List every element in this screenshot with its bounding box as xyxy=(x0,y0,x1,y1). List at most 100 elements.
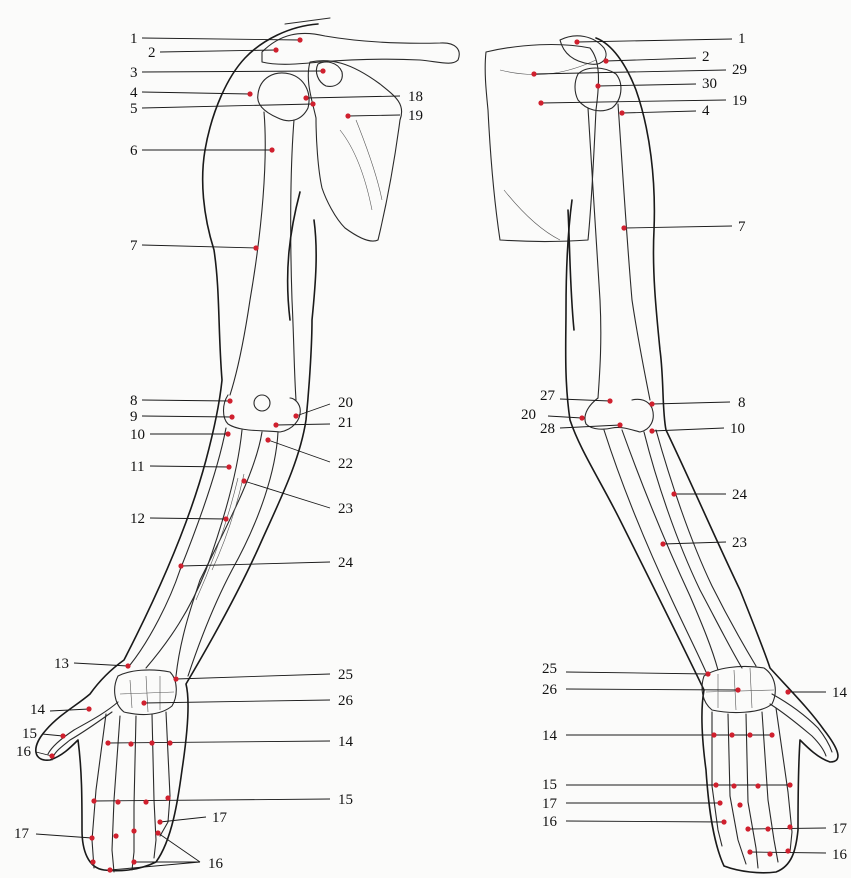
left-annotations: 1 2 3 4 5 6 7 8 9 10 11 12 xyxy=(14,31,423,873)
label-l25: 25 xyxy=(338,667,353,683)
label-l18: 18 xyxy=(408,89,423,105)
marker-l21 xyxy=(273,422,278,427)
marker-r17b-3 xyxy=(787,824,792,829)
marker-r10 xyxy=(649,428,654,433)
right-thumb-bones xyxy=(770,694,832,756)
marker-l17b-3 xyxy=(113,833,118,838)
label-l15a: 15 xyxy=(22,726,37,742)
marker-r25 xyxy=(705,671,710,676)
label-l8: 8 xyxy=(130,393,138,409)
label-l4: 4 xyxy=(130,85,138,101)
marker-l18 xyxy=(303,95,308,100)
left-humerus-head xyxy=(258,73,309,121)
label-l7: 7 xyxy=(130,238,138,254)
marker-l15b-1 xyxy=(91,798,96,803)
label-r20: 20 xyxy=(521,407,536,423)
label-l10: 10 xyxy=(130,427,145,443)
marker-r14b-1 xyxy=(711,732,716,737)
marker-l12 xyxy=(223,516,228,521)
label-r25: 25 xyxy=(542,661,557,677)
label-r14a: 14 xyxy=(832,685,848,701)
marker-r30 xyxy=(595,83,600,88)
marker-l16b-3 xyxy=(107,867,112,872)
marker-r15-2 xyxy=(731,783,736,788)
marker-l16a xyxy=(49,753,54,758)
marker-l13 xyxy=(125,663,130,668)
marker-r17b-1 xyxy=(745,826,750,831)
right-metacarpals xyxy=(712,708,788,802)
label-r14b: 14 xyxy=(542,728,558,744)
label-r17a: 17 xyxy=(542,796,558,812)
marker-l17a xyxy=(89,835,94,840)
marker-l14b-1 xyxy=(105,740,110,745)
label-r17b: 17 xyxy=(832,821,848,837)
label-l17a: 17 xyxy=(14,826,30,842)
label-l15b: 15 xyxy=(338,792,353,808)
marker-l3 xyxy=(320,68,325,73)
label-l24: 24 xyxy=(338,555,354,571)
right-annotations: 1 2 29 30 19 4 7 27 8 20 28 10 xyxy=(521,31,848,863)
label-r28: 28 xyxy=(540,421,555,437)
marker-r28 xyxy=(617,422,622,427)
marker-r1 xyxy=(574,39,579,44)
label-r16a: 16 xyxy=(542,814,558,830)
marker-l17b-2 xyxy=(131,828,136,833)
marker-l16b-2 xyxy=(131,859,136,864)
marker-l5 xyxy=(310,101,315,106)
label-r1: 1 xyxy=(738,31,746,47)
label-r10: 10 xyxy=(730,421,745,437)
label-l3: 3 xyxy=(130,65,138,81)
marker-l15b-4 xyxy=(165,795,170,800)
left-scapula xyxy=(308,61,401,241)
label-r15: 15 xyxy=(542,777,557,793)
left-clavicle xyxy=(262,33,459,64)
marker-l23 xyxy=(241,478,246,483)
marker-l7 xyxy=(253,245,258,250)
label-r4: 4 xyxy=(702,103,710,119)
marker-r4 xyxy=(619,110,624,115)
marker-l14a xyxy=(86,706,91,711)
left-arm-outline xyxy=(36,24,318,871)
label-r19: 19 xyxy=(732,93,747,109)
marker-r20 xyxy=(579,415,584,420)
marker-r19 xyxy=(538,100,543,105)
label-r2: 2 xyxy=(702,49,710,65)
marker-l20 xyxy=(293,413,298,418)
label-l13: 13 xyxy=(54,656,69,672)
marker-r14a xyxy=(785,689,790,694)
label-l2: 2 xyxy=(148,45,156,61)
marker-r15-4 xyxy=(787,782,792,787)
label-l1: 1 xyxy=(130,31,138,47)
marker-l10 xyxy=(225,431,230,436)
right-arm-outline xyxy=(566,38,838,873)
marker-l16b-1 xyxy=(155,830,160,835)
right-phalanges xyxy=(712,786,792,868)
label-r26: 26 xyxy=(542,682,558,698)
marker-l17b-1 xyxy=(157,819,162,824)
marker-l22 xyxy=(265,437,270,442)
marker-l26 xyxy=(141,700,146,705)
left-humerus xyxy=(230,112,296,400)
marker-l24 xyxy=(178,563,183,568)
marker-r8 xyxy=(649,401,654,406)
label-l17b: 17 xyxy=(212,810,228,826)
label-l23: 23 xyxy=(338,501,353,517)
marker-r15-3 xyxy=(755,783,760,788)
marker-l15a xyxy=(60,733,65,738)
marker-r16b-3 xyxy=(785,848,790,853)
marker-r17a-1 xyxy=(717,800,722,805)
label-l11: 11 xyxy=(130,459,144,475)
marker-l19 xyxy=(345,113,350,118)
left-arm-drawing xyxy=(36,18,459,872)
label-l14b: 14 xyxy=(338,734,354,750)
marker-l14b-2 xyxy=(128,741,133,746)
label-r24: 24 xyxy=(732,487,748,503)
marker-l9 xyxy=(229,414,234,419)
label-l12: 12 xyxy=(130,511,145,527)
marker-l14b-4 xyxy=(167,740,172,745)
marker-r17a-2 xyxy=(737,802,742,807)
marker-l8 xyxy=(227,398,232,403)
label-r7: 7 xyxy=(738,219,746,235)
